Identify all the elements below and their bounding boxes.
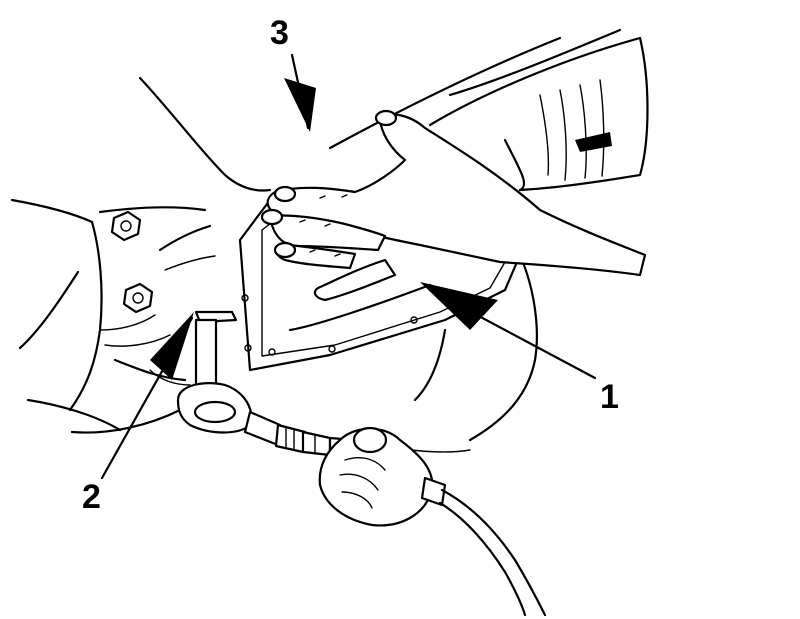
air-hose xyxy=(420,476,547,617)
hex-nut-lower xyxy=(122,282,154,314)
roof-edge xyxy=(138,28,622,192)
callout-2: 2 xyxy=(82,312,194,516)
right-hand xyxy=(260,109,647,302)
callout-1: 1 xyxy=(420,282,619,416)
callout-label-3: 3 xyxy=(270,14,289,52)
callout-3: 3 xyxy=(270,14,316,132)
callout-label-1: 1 xyxy=(600,378,619,416)
rivet-tool xyxy=(176,310,357,460)
tail-lamp-housing xyxy=(428,36,649,192)
hex-nut-upper xyxy=(110,210,142,242)
callout-label-2: 2 xyxy=(82,478,101,516)
body-panel xyxy=(10,198,216,434)
left-hand xyxy=(318,426,434,527)
